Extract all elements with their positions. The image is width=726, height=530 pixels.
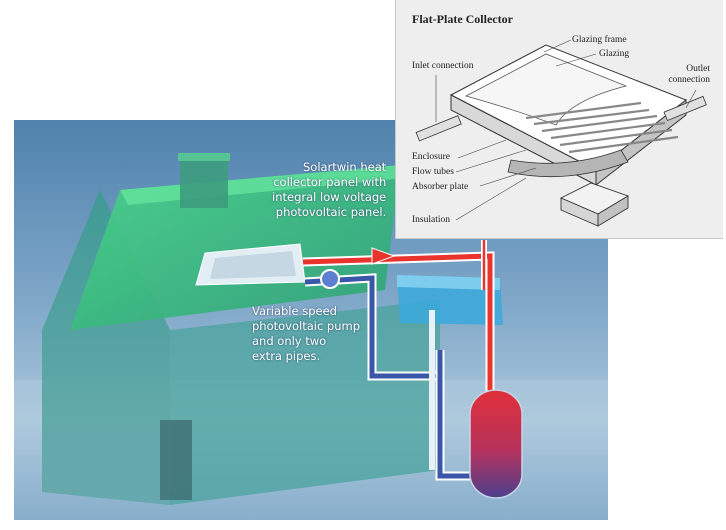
label-outlet-line: Outlet — [686, 64, 710, 74]
hot-flow-arrow — [371, 247, 396, 265]
pv-pump — [320, 269, 340, 289]
callout-line: extra pipes. — [252, 349, 321, 363]
chimney — [180, 156, 228, 208]
callout-solartwin: Solartwin heat collector panel with inte… — [272, 160, 386, 220]
callout-line: Solartwin heat — [302, 160, 387, 174]
hot-water-cylinder — [469, 389, 523, 499]
house-roof — [70, 165, 400, 330]
callout-line: integral low voltage — [272, 190, 387, 204]
label-outlet-line: connection — [668, 75, 710, 85]
flat-plate-collector-inset: Flat-Plate Collector — [395, 0, 723, 239]
label-absorber-plate: Absorber plate — [412, 182, 469, 192]
collector-cutaway — [415, 39, 707, 227]
callout-pump: Variable speed photovoltaic pump and onl… — [252, 304, 360, 364]
label-insulation: Insulation — [412, 215, 450, 225]
callout-line: collector panel with — [273, 175, 387, 189]
house-door — [160, 420, 192, 500]
label-enclosure: Enclosure — [412, 152, 450, 162]
label-glazing: Glazing — [599, 49, 630, 59]
label-inlet-connection: Inlet connection — [412, 61, 474, 71]
label-outlet-connection: Outlet connection — [650, 64, 710, 86]
callout-line: photovoltaic panel. — [275, 205, 387, 219]
callout-line: photovoltaic pump — [252, 319, 361, 333]
label-glazing-frame: Glazing frame — [572, 35, 627, 45]
callout-line: and only two — [252, 334, 327, 348]
label-flow-tubes: Flow tubes — [412, 167, 454, 177]
inset-title: Flat-Plate Collector — [412, 12, 513, 26]
callout-line: Variable speed — [252, 304, 337, 318]
